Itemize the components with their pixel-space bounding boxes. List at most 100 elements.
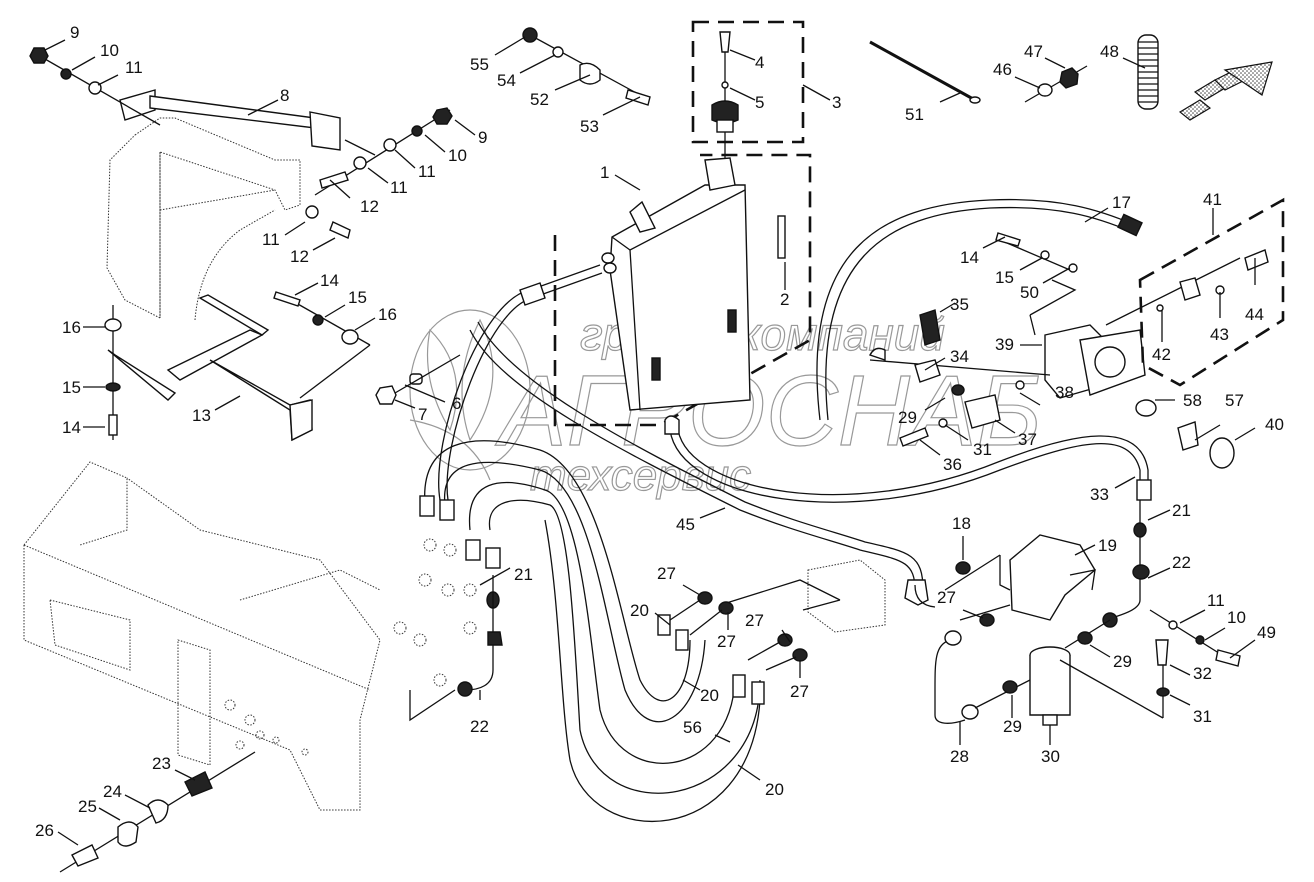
callout-17: 17 (1112, 193, 1131, 212)
callout-27: 27 (717, 632, 736, 651)
hose-suction (438, 264, 603, 501)
pipe-22-left (457, 575, 503, 697)
pipe-28 (934, 619, 1111, 724)
callout-27: 27 (657, 564, 676, 583)
callout-3: 3 (832, 93, 841, 112)
callout-18: 18 (952, 514, 971, 533)
callout-9: 9 (70, 23, 79, 42)
callout-54: 54 (497, 71, 516, 90)
callout-25: 25 (78, 797, 97, 816)
callout-29: 29 (1003, 717, 1022, 736)
hose-17 (816, 198, 1143, 421)
callout-14: 14 (320, 271, 339, 290)
callout-45: 45 (676, 515, 695, 534)
callout-37: 37 (1018, 430, 1037, 449)
ghost-cab-outline (106, 117, 301, 321)
callout-36: 36 (943, 455, 962, 474)
callout-4: 4 (755, 53, 764, 72)
callout-56: 56 (683, 718, 702, 737)
filter-30 (1029, 639, 1170, 726)
callout-34: 34 (950, 347, 969, 366)
callout-43: 43 (1210, 325, 1229, 344)
callout-44: 44 (1245, 305, 1264, 324)
callout-33: 33 (1090, 485, 1109, 504)
callout-57: 57 (1225, 391, 1244, 410)
hose-clamp-set (522, 27, 651, 106)
callout-32: 32 (1193, 664, 1212, 683)
callout-10: 10 (1227, 608, 1246, 627)
union-nut-set (1024, 65, 1088, 103)
callout-2: 2 (780, 290, 789, 309)
callout-53: 53 (580, 117, 599, 136)
callout-10: 10 (100, 41, 119, 60)
callout-10: 10 (448, 146, 467, 165)
coupling-set (59, 751, 256, 873)
callout-11: 11 (418, 162, 436, 181)
callout-14: 14 (62, 418, 81, 437)
watermark-line2: АГРОСНАБ (495, 355, 1042, 467)
callout-14: 14 (960, 248, 979, 267)
callout-50: 50 (1020, 283, 1039, 302)
callout-12: 12 (290, 247, 309, 266)
fastener-chain-right (305, 107, 453, 239)
callout-20: 20 (765, 780, 784, 799)
fittings-27 (669, 591, 808, 671)
callout-35: 35 (950, 295, 969, 314)
direction-arrow-icon (1178, 61, 1273, 121)
callout-11: 11 (1207, 591, 1225, 610)
callout-21: 21 (1172, 501, 1191, 520)
pump-assembly (1029, 279, 1235, 469)
callout-19: 19 (1098, 536, 1117, 555)
callout-29: 29 (1113, 652, 1132, 671)
callout-31: 31 (1193, 707, 1212, 726)
fasteners-49 (1149, 609, 1241, 667)
callout-48: 48 (1100, 42, 1119, 61)
callout-30: 30 (1041, 747, 1060, 766)
callout-9: 9 (478, 128, 487, 147)
callout-16: 16 (62, 318, 81, 337)
callout-20: 20 (700, 686, 719, 705)
control-valve-block (719, 559, 886, 633)
watermark-line3: техсервис (530, 451, 751, 500)
callout-24: 24 (103, 782, 122, 801)
hydraulic-tank (553, 153, 812, 427)
callout-22: 22 (1172, 553, 1191, 572)
callout-6: 6 (452, 394, 461, 413)
callout-51: 51 (905, 105, 924, 124)
bracket-arm (119, 89, 341, 151)
fitting-block-37 (869, 232, 1078, 447)
cable-tie (869, 40, 981, 104)
callout-28: 28 (950, 747, 969, 766)
callout-7: 7 (418, 405, 427, 424)
callout-15: 15 (62, 378, 81, 397)
callout-11: 11 (125, 58, 143, 77)
hose-33 (664, 415, 1152, 503)
callout-1: 1 (600, 163, 609, 182)
callout-40: 40 (1265, 415, 1284, 434)
leader-lines (44, 36, 1256, 846)
callout-5: 5 (755, 93, 764, 112)
filler-cap-group (691, 20, 805, 160)
callout-8: 8 (280, 86, 289, 105)
pipe-22-right (1102, 500, 1150, 628)
callout-22: 22 (470, 717, 489, 736)
fastener-chain-mount (104, 291, 371, 440)
callout-46: 46 (993, 60, 1012, 79)
callout-labels: 9 10 11 8 9 10 11 11 12 11 12 14 15 16 1… (35, 23, 1284, 840)
callout-12: 12 (360, 197, 379, 216)
callout-11: 11 (390, 178, 408, 197)
callout-16: 16 (378, 305, 397, 324)
callout-27: 27 (745, 611, 764, 630)
spiral-guard-48 (1137, 34, 1159, 110)
callout-38: 38 (1055, 383, 1074, 402)
callout-29: 29 (898, 408, 917, 427)
callout-15: 15 (348, 288, 367, 307)
watermark-logo-icon (409, 309, 531, 481)
callout-55: 55 (470, 55, 489, 74)
callout-49: 49 (1257, 623, 1276, 642)
hose-45 (469, 321, 936, 608)
callout-20: 20 (630, 601, 649, 620)
callout-41: 41 (1203, 190, 1222, 209)
callout-31: 31 (973, 440, 992, 459)
